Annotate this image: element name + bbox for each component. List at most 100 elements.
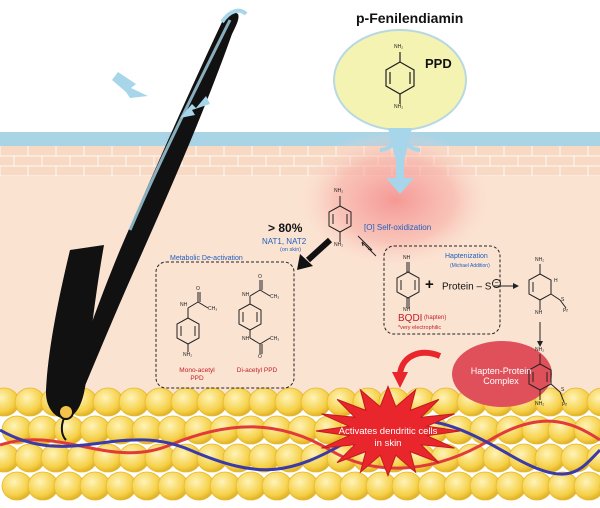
fat-cell (79, 471, 111, 501)
ppd-label: PPD (425, 56, 452, 71)
atom-nh2-mono: NH₂ (183, 352, 193, 358)
fat-cell (235, 471, 267, 501)
fat-cell (417, 471, 449, 501)
bqdi-structure (396, 262, 420, 308)
fat-cell (391, 471, 423, 501)
fat-cell (144, 387, 176, 417)
adduct-structure (528, 264, 567, 310)
stratum-corneum-layer (0, 132, 600, 146)
fat-cell (573, 415, 600, 445)
atom-ch3-mono: CH₃ (208, 306, 218, 312)
fat-cell (287, 471, 319, 501)
enzymes-label: NAT1, NAT2 (262, 237, 307, 246)
fat-cell (53, 471, 85, 501)
hair-root (60, 417, 67, 441)
di-acetyl-label: Di-acetyl PPD (236, 367, 278, 374)
fat-cell (209, 471, 241, 501)
fat-cell (14, 387, 46, 417)
fat-cell (586, 387, 600, 417)
atom-nh2-adduct: NH₂ (535, 257, 545, 263)
fat-cell (235, 415, 267, 445)
epidermis-layer (0, 146, 600, 176)
fat-cell (248, 387, 280, 417)
diagram-title: p-Fenilendiamin (356, 10, 464, 26)
metabolism-arrowhead (297, 254, 313, 270)
fat-cell (339, 471, 371, 501)
fat-cell (118, 387, 150, 417)
atom-nh-di-top: NH (242, 292, 250, 298)
plus-sign: + (425, 276, 434, 293)
protein-label: Protein – S− (442, 279, 501, 293)
fat-cell (92, 387, 124, 417)
fat-cell (521, 471, 553, 501)
fat-cell (79, 415, 111, 445)
atom-s-adduct: S (561, 297, 565, 303)
hair-outline-blue (128, 19, 232, 231)
complex-structure (528, 354, 565, 403)
fat-cell (274, 387, 306, 417)
fat-cell (27, 471, 59, 501)
atom-pr-complex: Pr (562, 402, 567, 408)
equilibrium-arrows (357, 235, 377, 257)
di-acetyl-structure (238, 280, 271, 354)
mono-acetyl-structure (176, 292, 209, 352)
sky-background (0, 0, 600, 135)
fat-cell (222, 387, 254, 417)
hair-top-highlight (220, 8, 248, 24)
fat-cell (14, 443, 46, 473)
atom-ch3-di-top: CH₃ (270, 294, 280, 300)
curved-red-arrow (397, 349, 442, 375)
fat-cell (196, 387, 228, 417)
fat-cell (313, 471, 345, 501)
fat-cell (547, 471, 579, 501)
self-oxidization-label: [O] Self-oxidization (364, 223, 432, 232)
atom-o-di-top: O (258, 274, 262, 280)
hapten-protein-complex-ellipse (452, 341, 552, 407)
haptenization-box (383, 245, 501, 335)
hapten-protein-complex-label: Hapten-Protein Complex (470, 366, 532, 386)
fat-cell (105, 471, 137, 501)
atom-h-adduct: H (554, 278, 558, 284)
atom-nh2-ppd-bottom: NH₂ (394, 104, 404, 110)
atom-ch3-di-bottom: CH₃ (270, 336, 280, 342)
atom-nh2-complex-top: NH₂ (535, 347, 545, 353)
hair-shaft (66, 12, 239, 402)
enzymes-note: (on skin) (280, 247, 302, 253)
atom-s-complex: S (561, 387, 565, 393)
dendritic-cells-label: Activates dendritic cells in skin (338, 426, 438, 449)
atom-pr-adduct: Pr (563, 308, 568, 314)
fat-cell (131, 471, 163, 501)
fat-cell (183, 471, 215, 501)
mono-acetyl-label: Mono-acetyl PPD (179, 367, 215, 382)
fat-cell (40, 443, 72, 473)
electrophilic-note: *very electrophilic (398, 325, 442, 331)
blue-arrow-right (180, 96, 210, 118)
fat-cell (573, 471, 600, 501)
fat-cell (157, 471, 189, 501)
atom-nh2-complex-bottom: NH₂ (535, 401, 545, 407)
atom-nh2-skin-bottom: NH₂ (334, 242, 344, 248)
atom-nh2-ppd-top: NH₂ (394, 44, 404, 50)
fat-cell (1, 471, 33, 501)
fat-cell (118, 443, 150, 473)
fat-cell (469, 471, 501, 501)
metabolism-arrow (305, 237, 333, 263)
atom-nh-adduct: NH (535, 310, 543, 316)
percent-label: > 80% (268, 221, 303, 235)
metabolic-deactivation-label: Metabolic De-activation (170, 255, 243, 262)
haptenization-label: Haptenization (445, 253, 488, 260)
michael-addition-label: (Michael Addition) (450, 263, 490, 269)
protein-text: Protein – S (442, 281, 492, 293)
hair-bulb (58, 404, 74, 420)
atom-nh-bqdi-top: NH (403, 255, 411, 261)
fat-cell (560, 443, 592, 473)
blue-arrow-left (112, 72, 148, 98)
hapten-label: (hapten) (424, 315, 447, 321)
fat-cell (261, 471, 293, 501)
fat-cell (365, 471, 397, 501)
dendritic-burst (315, 385, 461, 477)
bqdi-label: BQDI (398, 313, 423, 324)
ppd-skin-structure (328, 196, 352, 242)
